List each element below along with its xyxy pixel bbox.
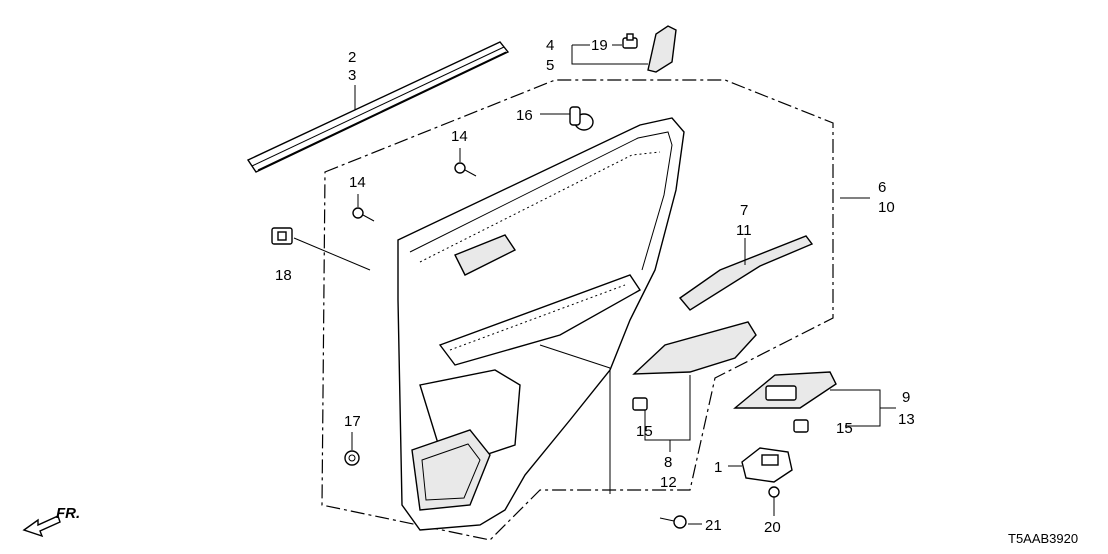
callout-17: 17 — [344, 413, 361, 430]
upper-trim-strip[interactable] — [678, 235, 814, 311]
callout-6-10-line2: 10 — [878, 199, 895, 216]
callout-14-lower: 14 — [349, 174, 366, 191]
clip-15-left[interactable] — [632, 397, 648, 411]
callout-8-12-line1: 8 — [664, 454, 672, 471]
power-window-switch[interactable] — [741, 447, 793, 483]
garnish-cover[interactable] — [647, 25, 677, 73]
callout-2-3-line2: 3 — [348, 67, 356, 84]
clip-15-right[interactable] — [793, 419, 809, 433]
callout-18: 18 — [275, 267, 292, 284]
callout-9-13-line2: 13 — [898, 411, 915, 428]
callout-14-upper: 14 — [451, 128, 468, 145]
screw-14-lower[interactable] — [352, 207, 375, 222]
callout-16: 16 — [516, 107, 533, 124]
callout-20: 20 — [764, 519, 781, 536]
nut-clip-18[interactable] — [271, 227, 293, 245]
callout-21: 21 — [705, 517, 722, 534]
callout-19: 19 — [591, 37, 608, 54]
callout-2-3-line1: 2 — [348, 49, 356, 66]
screw-14-upper[interactable] — [454, 162, 477, 177]
front-arrow-icon — [22, 515, 61, 538]
grommet-17[interactable] — [344, 450, 360, 466]
leader-lines — [293, 44, 896, 525]
diagram-code: T5AAB3920 — [1008, 531, 1078, 546]
callout-1: 1 — [714, 459, 722, 476]
weatherstrip[interactable] — [246, 41, 510, 173]
callout-4-5-line2: 5 — [546, 57, 554, 74]
switch-panel[interactable] — [733, 371, 837, 409]
push-clip-16[interactable] — [569, 106, 594, 131]
callout-9-13-line1: 9 — [902, 389, 910, 406]
front-label: FR. — [56, 505, 80, 522]
callout-15-right: 15 — [836, 420, 853, 437]
front-direction-indicator: FR. — [22, 505, 80, 538]
callout-15-left: 15 — [636, 423, 653, 440]
callout-4-5-line1: 4 — [546, 37, 554, 54]
screw-20[interactable] — [768, 486, 780, 508]
callout-7-11-line2: 11 — [736, 222, 752, 239]
clip-19[interactable] — [622, 33, 638, 49]
callout-7-11-line1: 7 — [740, 202, 748, 219]
screw-21[interactable] — [659, 515, 687, 529]
armrest-cover[interactable] — [632, 321, 757, 375]
door-lining[interactable] — [397, 117, 685, 531]
callout-6-10-line1: 6 — [878, 179, 886, 196]
callout-8-12-line2: 12 — [660, 474, 677, 491]
